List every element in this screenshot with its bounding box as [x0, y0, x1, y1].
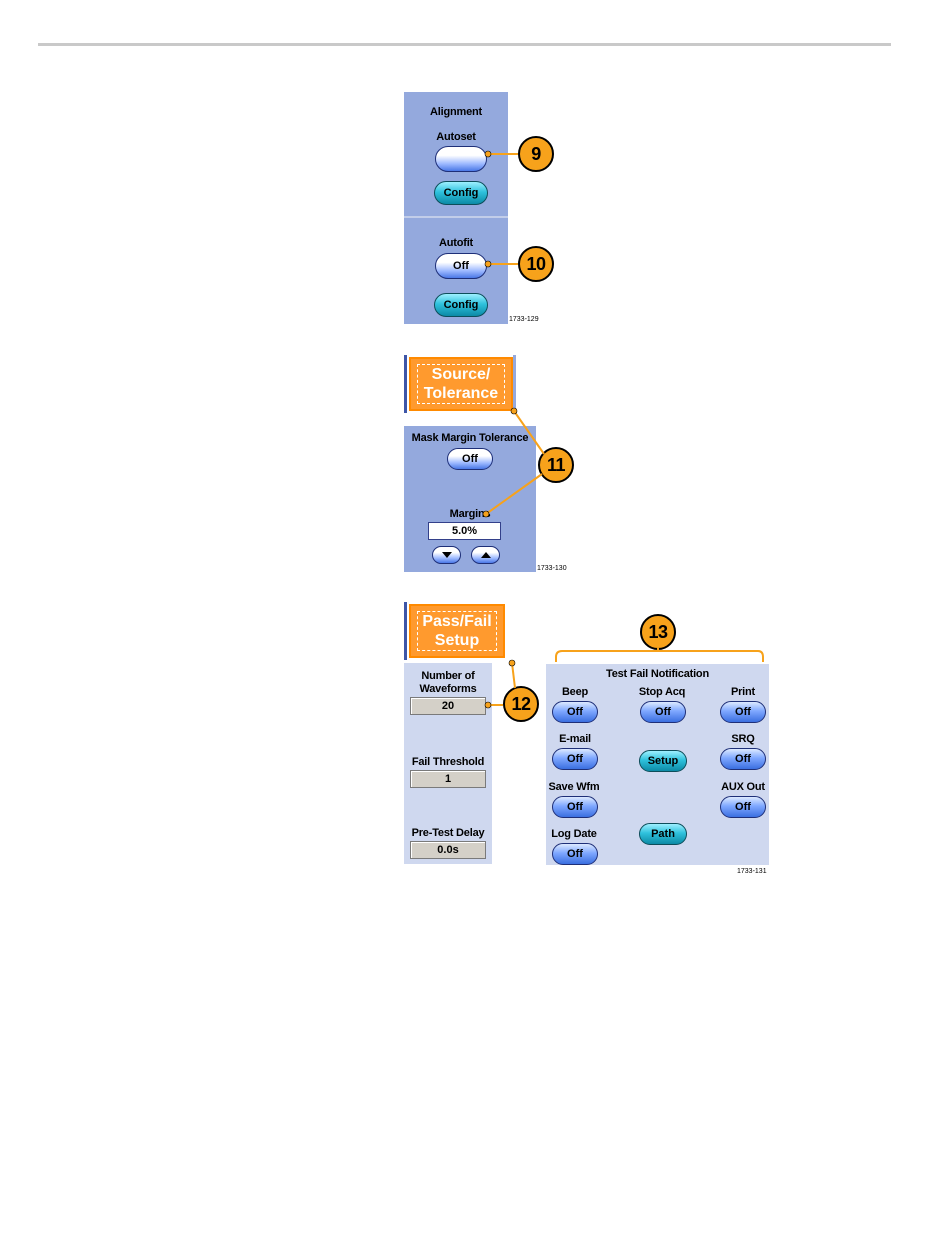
- save-wfm-label: Save Wfm: [548, 781, 600, 793]
- tab-line-1: Pass/Fail: [422, 613, 492, 630]
- fail-threshold-field[interactable]: 1: [410, 770, 486, 788]
- print-label: Print: [730, 686, 756, 698]
- mask-margin-tolerance-button[interactable]: Off: [447, 448, 493, 470]
- triangle-down-icon: [441, 552, 452, 558]
- alignment-panel: [404, 92, 508, 324]
- beep-label: Beep: [561, 686, 589, 698]
- number-of-waveforms-label-2: Waveforms: [419, 683, 477, 695]
- number-of-waveforms-field[interactable]: 20: [410, 697, 486, 715]
- autoset-button[interactable]: [435, 146, 487, 172]
- pre-test-delay-field[interactable]: 0.0s: [410, 841, 486, 859]
- source-tolerance-tab[interactable]: Source/ Tolerance: [409, 357, 513, 411]
- path-button[interactable]: Path: [639, 823, 687, 845]
- figure-id-3: 1733-131: [737, 868, 767, 875]
- pre-test-delay-label: Pre-Test Delay: [411, 827, 485, 839]
- alignment-title: Alignment: [430, 106, 482, 118]
- margins-increase-button[interactable]: [471, 546, 500, 564]
- callout-13: 13: [640, 614, 676, 650]
- triangle-up-icon: [480, 552, 491, 558]
- notification-title: Test Fail Notification: [606, 668, 709, 680]
- figure-id-2: 1733-130: [537, 565, 567, 572]
- margins-label: Margins: [449, 508, 491, 520]
- aux-out-button[interactable]: Off: [720, 796, 766, 818]
- number-of-waveforms-label-1: Number of: [421, 670, 475, 682]
- tab-line-2: Tolerance: [423, 385, 499, 402]
- print-button[interactable]: Off: [720, 701, 766, 723]
- tab-line-1: Source/: [431, 366, 491, 383]
- log-date-button[interactable]: Off: [552, 843, 598, 865]
- passfail-setup-tab-label: Pass/Fail Setup: [417, 611, 497, 651]
- email-button[interactable]: Off: [552, 748, 598, 770]
- mask-margin-tolerance-label: Mask Margin Tolerance: [411, 432, 529, 444]
- passfail-tab-edge: [404, 602, 407, 660]
- alignment-config-button[interactable]: Config: [434, 181, 488, 205]
- callout-10: 10: [518, 246, 554, 282]
- notification-setup-button[interactable]: Setup: [639, 750, 687, 772]
- beep-button[interactable]: Off: [552, 701, 598, 723]
- callout-11: 11: [538, 447, 574, 483]
- aux-out-label: AUX Out: [721, 781, 765, 793]
- callout-12: 12: [503, 686, 539, 722]
- email-label: E-mail: [559, 733, 591, 745]
- alignment-divider: [404, 216, 508, 218]
- stop-acq-label: Stop Acq: [638, 686, 686, 698]
- callout-9: 9: [518, 136, 554, 172]
- passfail-panel: [404, 663, 492, 864]
- log-date-label: Log Date: [551, 828, 597, 840]
- stop-acq-button[interactable]: Off: [640, 701, 686, 723]
- margins-field[interactable]: 5.0%: [428, 522, 501, 540]
- save-wfm-button[interactable]: Off: [552, 796, 598, 818]
- fail-threshold-label: Fail Threshold: [411, 756, 485, 768]
- autofit-config-button[interactable]: Config: [434, 293, 488, 317]
- autoset-label: Autoset: [436, 131, 476, 143]
- autofit-button[interactable]: Off: [435, 253, 487, 279]
- srq-button[interactable]: Off: [720, 748, 766, 770]
- tolerance-tab-backdrop: [513, 355, 516, 413]
- passfail-setup-tab[interactable]: Pass/Fail Setup: [409, 604, 505, 658]
- autofit-label: Autofit: [438, 237, 474, 249]
- srq-label: SRQ: [731, 733, 755, 745]
- tolerance-tab-edge: [404, 355, 407, 413]
- figure-id-1: 1733-129: [509, 316, 539, 323]
- top-rule: [38, 43, 891, 46]
- source-tolerance-tab-label: Source/ Tolerance: [417, 364, 505, 404]
- tab-line-2: Setup: [434, 632, 480, 649]
- margins-decrease-button[interactable]: [432, 546, 461, 564]
